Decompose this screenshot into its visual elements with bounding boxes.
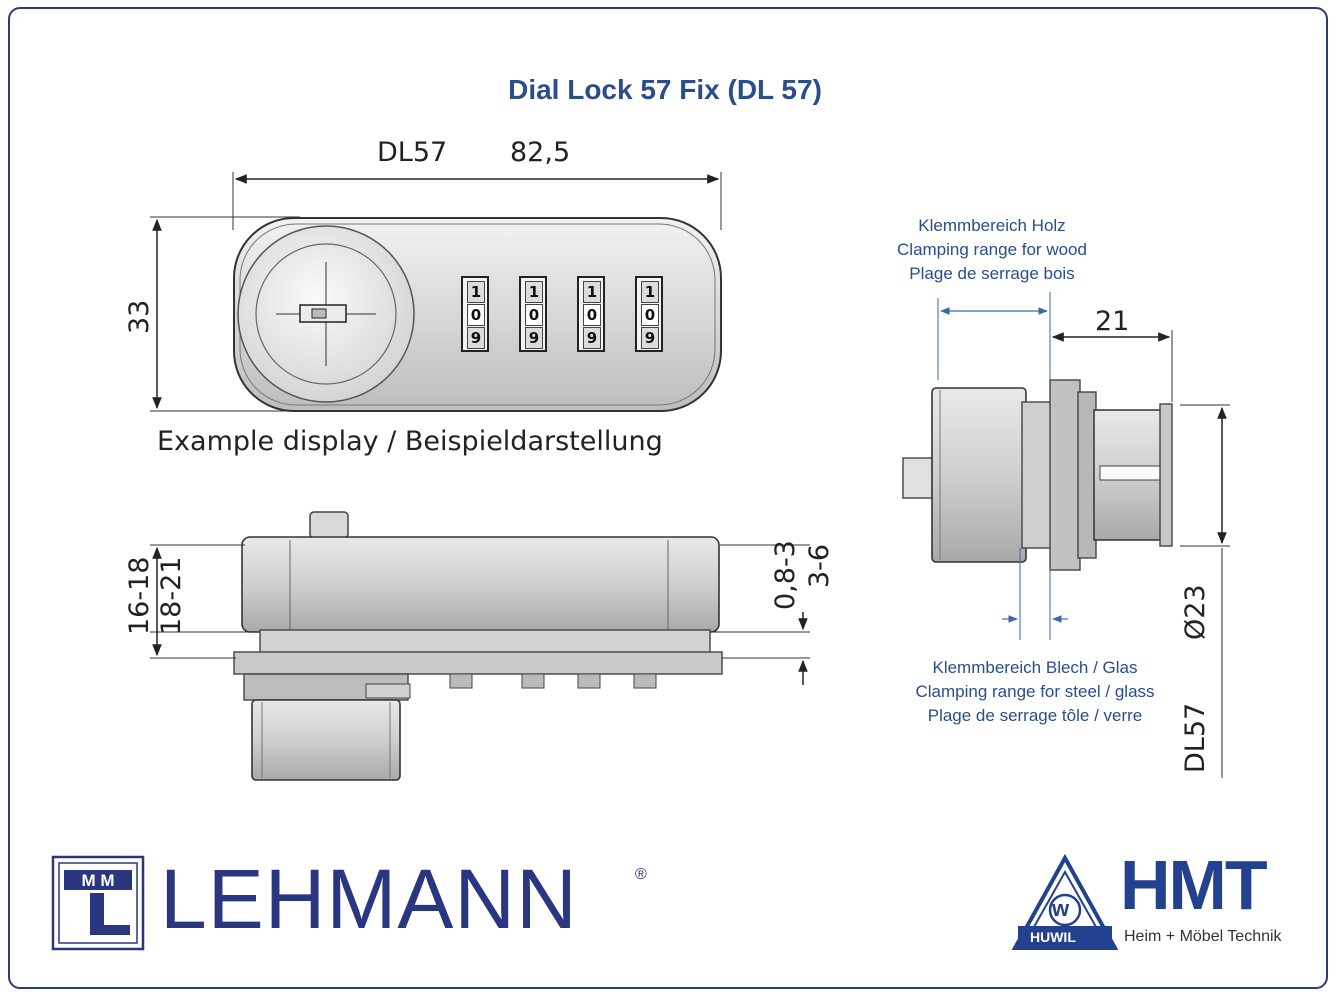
dial-digit: 1 (641, 281, 659, 303)
height-range-b-label: 18-21 (156, 556, 187, 635)
steel-range-caption: Klemmbereich Blech / Glas Clamping range… (890, 656, 1180, 728)
page-title: Dial Lock 57 Fix (DL 57) (508, 74, 822, 105)
dial-digit: 1 (583, 281, 601, 303)
page-frame (8, 7, 1328, 989)
wood-range-en: Clamping range for wood (897, 240, 1087, 259)
dial-digit: 0 (583, 304, 601, 326)
huwil-logo-text: HUWIL (1030, 929, 1076, 945)
dial-digit: 9 (583, 327, 601, 349)
dial-digit: 9 (525, 327, 543, 349)
length-dimension-label: 21 (1095, 306, 1130, 337)
huwil-logo-mark (1011, 853, 1119, 950)
wood-range-caption: Klemmbereich Holz Clamping range for woo… (880, 214, 1104, 286)
lehmann-logo-text: LEHMANN (160, 852, 578, 946)
example-caption: Example display / Beispieldarstellung (157, 426, 663, 457)
dial-digit: 0 (641, 304, 659, 326)
end-model-label: DL57 (1180, 702, 1211, 773)
lehmann-logo-mark: M M (51, 855, 145, 951)
dial-digit: 0 (525, 304, 543, 326)
height-dimension-label: 33 (124, 299, 155, 334)
huwil-letter: w (1052, 896, 1070, 921)
steel-range-fr: Plage de serrage tôle / verre (927, 706, 1143, 725)
thickness-range-a-label: 0,8-3 (770, 540, 801, 610)
steel-range-en: Clamping range for steel / glass (915, 682, 1155, 701)
steel-range-de: Klemmbereich Blech / Glas (932, 658, 1138, 677)
end-view (902, 292, 1230, 778)
registered-mark: ® (635, 866, 647, 883)
wood-range-de: Klemmbereich Holz (918, 216, 1066, 235)
side-view (150, 511, 810, 781)
lehmann-monogram: M M (81, 871, 114, 890)
diameter-label: Ø23 (1180, 584, 1211, 640)
dial-digit: 9 (641, 327, 659, 349)
height-range-a-label: 16-18 (124, 556, 155, 635)
dial-digit: 1 (525, 281, 543, 303)
dial-digit: 0 (467, 304, 485, 326)
dial-digit: 9 (467, 327, 485, 349)
dial-digit: 1 (467, 281, 485, 303)
width-model-label: DL57 (377, 137, 448, 168)
thickness-range-b-label: 3-6 (804, 543, 835, 588)
hmt-logo-text: HMT (1120, 846, 1268, 924)
wood-range-fr: Plage de serrage bois (909, 264, 1075, 283)
width-dimension-label: 82,5 (510, 137, 571, 168)
hmt-subtitle: Heim + Möbel Technik (1124, 928, 1282, 945)
